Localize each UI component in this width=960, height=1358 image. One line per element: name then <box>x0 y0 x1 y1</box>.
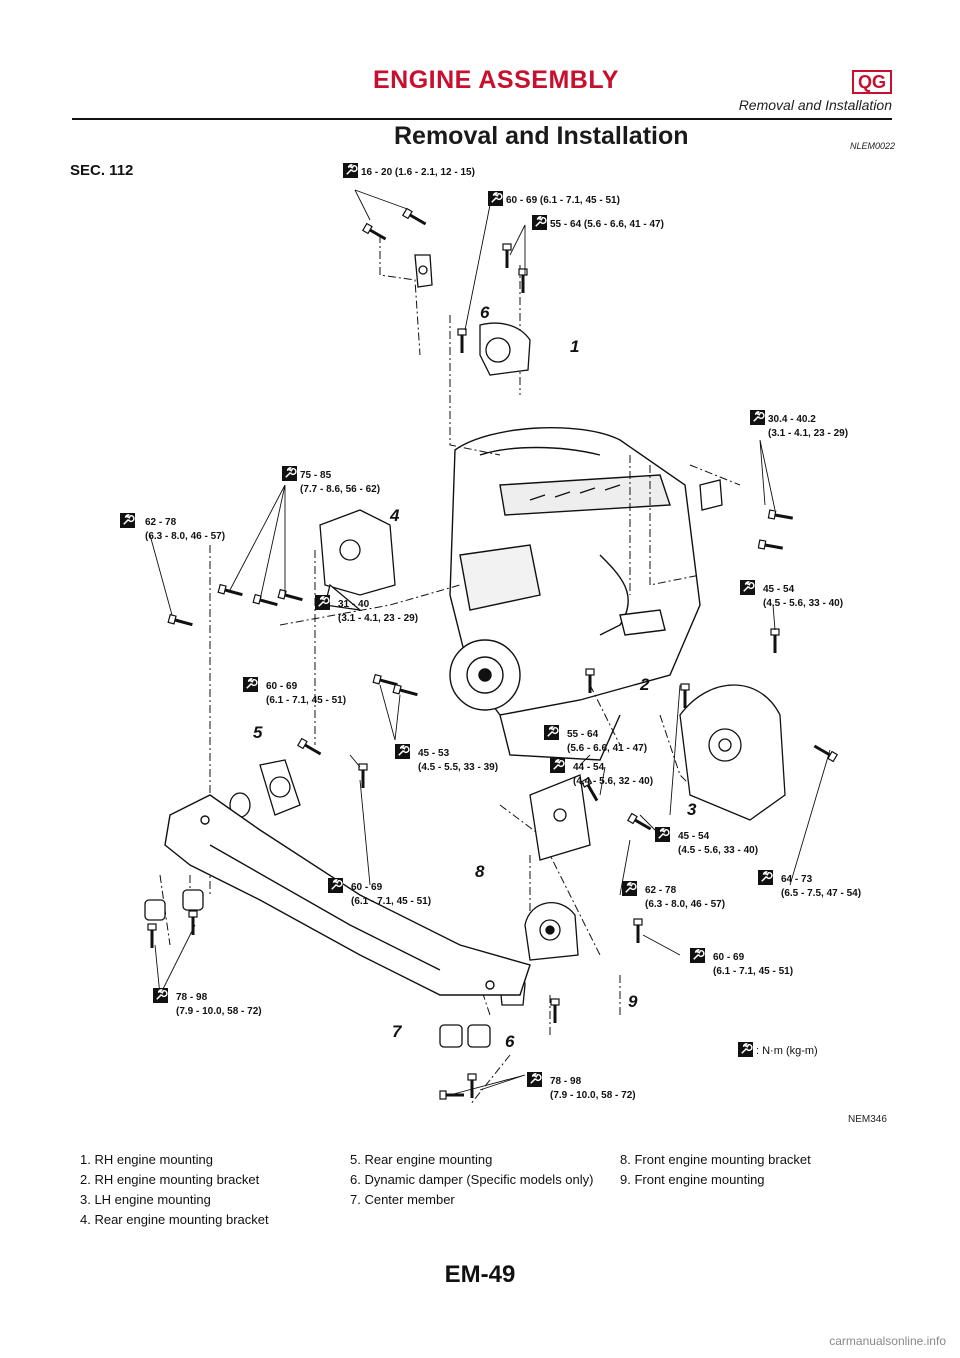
svg-text:(4.4 - 5.6, 32 - 40): (4.4 - 5.6, 32 - 40) <box>573 776 653 787</box>
part-callouts: 1 6 4 2 5 3 8 9 7 6 <box>253 303 697 1051</box>
torque-label-t10: 55 - 64 (5.6 - 6.6, 41 - 47) <box>544 725 647 754</box>
torque-label-t8: 31 - 40 (3.1 - 4.1, 23 - 29) <box>315 595 418 624</box>
svg-text:(7.9 - 10.0, 58 - 72): (7.9 - 10.0, 58 - 72) <box>550 1090 636 1101</box>
torque-label-t9: 60 - 69 (6.1 - 7.1, 45 - 51) <box>243 677 346 706</box>
torque-label-t2: 60 - 69 (6.1 - 7.1, 45 - 51) <box>488 191 620 206</box>
legend-item: 1. RH engine mounting <box>80 1152 213 1167</box>
svg-text:(4.5 - 5.6, 33 - 40): (4.5 - 5.6, 33 - 40) <box>678 845 758 856</box>
svg-text:30.4 - 40.2: 30.4 - 40.2 <box>768 414 816 425</box>
torque-labels: 16 - 20 (1.6 - 2.1, 12 - 15) 60 - 69 (6.… <box>120 163 861 1101</box>
svg-text:62 - 78: 62 - 78 <box>145 517 177 528</box>
svg-text:78 - 98: 78 - 98 <box>550 1076 582 1087</box>
header-rule <box>72 118 892 120</box>
unit-note: : N·m (kg-m) <box>738 1042 818 1057</box>
svg-text:60 - 69: 60 - 69 <box>713 952 745 963</box>
engine-block-drawing <box>449 426 701 761</box>
legend-column-3: 8. Front engine mounting bracket 9. Fron… <box>620 1150 890 1230</box>
callout-8: 8 <box>475 862 485 881</box>
svg-text:62 - 78: 62 - 78 <box>645 885 677 896</box>
svg-text:(7.7 - 8.6, 56 - 62): (7.7 - 8.6, 56 - 62) <box>300 484 380 495</box>
figure-id: NEM346 <box>848 1114 887 1125</box>
legend-column-2: 5. Rear engine mounting 6. Dynamic dampe… <box>350 1150 620 1230</box>
torque-label-t6: 62 - 78 (6.3 - 8.0, 46 - 57) <box>120 513 225 542</box>
callout-9: 9 <box>628 992 638 1011</box>
legend-item: 7. Center member <box>350 1192 455 1207</box>
legend-item: 8. Front engine mounting bracket <box>620 1152 811 1167</box>
exploded-diagram: SEC. 112 <box>70 162 861 1106</box>
svg-text:78 - 98: 78 - 98 <box>176 992 208 1003</box>
torque-label-t11: 45 - 53 (4.5 - 5.5, 33 - 39) <box>395 744 498 773</box>
header-subtitle: Removal and Installation <box>738 97 892 113</box>
torque-label-t5: 75 - 85 (7.7 - 8.6, 56 - 62) <box>282 466 380 495</box>
callout-7: 7 <box>392 1022 403 1041</box>
legend-item: 4. Rear engine mounting bracket <box>80 1212 269 1227</box>
torque-leaders <box>149 189 831 1096</box>
svg-text:31 - 40: 31 - 40 <box>338 599 370 610</box>
torque-label-t14: 60 - 69 (6.1 - 7.1, 45 - 51) <box>328 878 431 907</box>
torque-label-t19: 78 - 98 (7.9 - 10.0, 58 - 72) <box>527 1072 636 1101</box>
svg-text:(4.5 - 5.6, 33 - 40): (4.5 - 5.6, 33 - 40) <box>763 598 843 609</box>
svg-text:75 - 85: 75 - 85 <box>300 470 332 481</box>
svg-text:45 - 54: 45 - 54 <box>678 831 710 842</box>
header-badge: QG <box>852 70 893 94</box>
torque-label-t1: 16 - 20 (1.6 - 2.1, 12 - 15) <box>343 163 475 178</box>
callout-5: 5 <box>253 723 263 742</box>
svg-text:(6.1 - 7.1, 45 - 51): (6.1 - 7.1, 45 - 51) <box>351 896 431 907</box>
svg-text:60 - 69: 60 - 69 <box>351 882 383 893</box>
torque-label-t12: 44 - 54 (4.4 - 5.6, 32 - 40) <box>550 758 653 787</box>
svg-text:(5.6 - 6.6, 41 - 47): (5.6 - 6.6, 41 - 47) <box>567 743 647 754</box>
svg-text:(6.3 - 8.0, 46 - 57): (6.3 - 8.0, 46 - 57) <box>645 899 725 910</box>
section-id: NLEM0022 <box>850 141 896 151</box>
legend-column-1: 1. RH engine mounting 2. RH engine mount… <box>80 1150 350 1230</box>
svg-text:44 - 54: 44 - 54 <box>573 762 605 773</box>
svg-text:(3.1 - 4.1, 23 - 29): (3.1 - 4.1, 23 - 29) <box>338 613 418 624</box>
legend-item: 3. LH engine mounting <box>80 1192 211 1207</box>
svg-text:(3.1 - 4.1, 23 - 29): (3.1 - 4.1, 23 - 29) <box>768 428 848 439</box>
callout-2: 2 <box>639 675 650 694</box>
svg-text:(6.5 - 7.5, 47 - 54): (6.5 - 7.5, 47 - 54) <box>781 888 861 899</box>
legend-item: 2. RH engine mounting bracket <box>80 1172 260 1187</box>
svg-text:(6.3 - 8.0, 46 - 57): (6.3 - 8.0, 46 - 57) <box>145 531 225 542</box>
sec-label: SEC. 112 <box>70 162 133 179</box>
torque-label-t15: 62 - 78 (6.3 - 8.0, 46 - 57) <box>622 881 725 910</box>
svg-text:60 - 69: 60 - 69 <box>266 681 298 692</box>
legend-item: 5. Rear engine mounting <box>350 1152 493 1167</box>
parts-legend: 1. RH engine mounting 2. RH engine mount… <box>80 1150 910 1230</box>
callout-4: 4 <box>389 506 400 525</box>
svg-text:(4.5 - 5.5, 33 - 39): (4.5 - 5.5, 33 - 39) <box>418 762 498 773</box>
svg-text:55 - 64: 55 - 64 <box>567 729 599 740</box>
page-number: EM-49 <box>444 1261 516 1288</box>
svg-text:16 - 20 (1.6 - 2.1, 12 - 15): 16 - 20 (1.6 - 2.1, 12 - 15) <box>361 167 475 178</box>
torque-label-t3: 55 - 64 (5.6 - 6.6, 41 - 47) <box>532 215 664 230</box>
callout-1: 1 <box>570 337 579 356</box>
torque-label-t16: 64 - 73 (6.5 - 7.5, 47 - 54) <box>758 870 861 899</box>
torque-label-t18: 78 - 98 (7.9 - 10.0, 58 - 72) <box>153 988 262 1017</box>
svg-text:(7.9 - 10.0, 58 - 72): (7.9 - 10.0, 58 - 72) <box>176 1006 262 1017</box>
svg-text:(6.1 - 7.1, 45 - 51): (6.1 - 7.1, 45 - 51) <box>266 695 346 706</box>
callout-3: 3 <box>687 800 697 819</box>
mount-parts <box>144 254 786 1048</box>
legend-item: 9. Front engine mounting <box>620 1172 765 1187</box>
legend-item: 6. Dynamic damper (Specific models only) <box>350 1172 594 1187</box>
watermark: carmanualsonline.info <box>829 1334 946 1348</box>
svg-text:45 - 53: 45 - 53 <box>418 748 450 759</box>
svg-text:55 - 64 (5.6 - 6.6, 41 - 47): 55 - 64 (5.6 - 6.6, 41 - 47) <box>550 219 664 230</box>
section-title: Removal and Installation <box>394 122 689 150</box>
callout-6-top: 6 <box>480 303 490 322</box>
torque-label-t4: 30.4 - 40.2 (3.1 - 4.1, 23 - 29) <box>750 410 848 439</box>
svg-text:64 - 73: 64 - 73 <box>781 874 813 885</box>
torque-label-t13: 45 - 54 (4.5 - 5.6, 33 - 40) <box>655 827 758 856</box>
torque-label-t17: 60 - 69 (6.1 - 7.1, 45 - 51) <box>690 948 793 977</box>
svg-text:60 - 69 (6.1 - 7.1, 45 - 51): 60 - 69 (6.1 - 7.1, 45 - 51) <box>506 195 620 206</box>
header-title: ENGINE ASSEMBLY <box>373 66 619 94</box>
svg-text:: N·m (kg-m): : N·m (kg-m) <box>756 1045 818 1057</box>
svg-text:45 - 54: 45 - 54 <box>763 584 795 595</box>
svg-text:(6.1 - 7.1, 45 - 51): (6.1 - 7.1, 45 - 51) <box>713 966 793 977</box>
torque-label-t7: 45 - 54 (4.5 - 5.6, 33 - 40) <box>740 580 843 609</box>
center-member-drawing <box>164 794 531 996</box>
callout-6-bottom: 6 <box>505 1032 515 1051</box>
